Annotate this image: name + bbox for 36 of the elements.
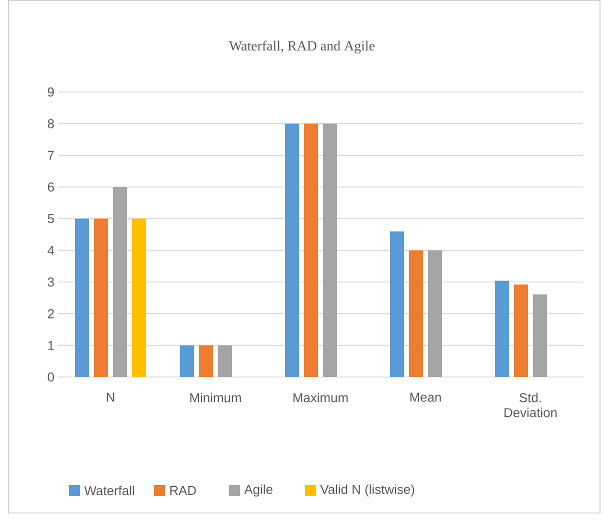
bar [533, 294, 547, 377]
x-tick-label: Mean [410, 392, 441, 402]
x-tick-label: Maximum [294, 392, 348, 402]
bar [113, 187, 127, 377]
bar [409, 250, 423, 377]
bar [304, 124, 318, 377]
x-tick-label: Minimum [190, 392, 241, 402]
bar [132, 218, 146, 377]
y-tick-label: 5 [48, 214, 54, 224]
bar [94, 218, 108, 377]
legend-label: Waterfall [84, 486, 134, 496]
y-tick-label: 3 [48, 277, 54, 287]
bar [180, 345, 194, 377]
bar [428, 250, 442, 377]
y-tick-label: 9 [48, 87, 54, 97]
x-tick-label: Std. Deviation [504, 392, 557, 418]
y-tick-label: 6 [48, 182, 54, 192]
chart-title: Waterfall, RAD and Agile [229, 40, 375, 54]
y-tick-label: 2 [48, 309, 54, 318]
x-tick-label: N [106, 392, 114, 402]
bar [199, 345, 213, 377]
legend-label: Valid N (listwise) [320, 484, 414, 497]
bar [285, 124, 299, 377]
y-tick-label: 0 [48, 372, 54, 382]
y-tick-label: 8 [48, 119, 54, 128]
bar [75, 218, 89, 377]
bar [495, 280, 509, 377]
bar [390, 231, 404, 377]
legend-label: Agile [244, 484, 272, 497]
y-tick-label: 7 [48, 150, 54, 160]
y-tick-label: 1 [48, 340, 54, 350]
y-tick-label: 4 [48, 246, 54, 255]
bar [218, 345, 232, 377]
legend-label: RAD [170, 486, 196, 495]
bar [514, 284, 528, 377]
bar [323, 124, 337, 377]
